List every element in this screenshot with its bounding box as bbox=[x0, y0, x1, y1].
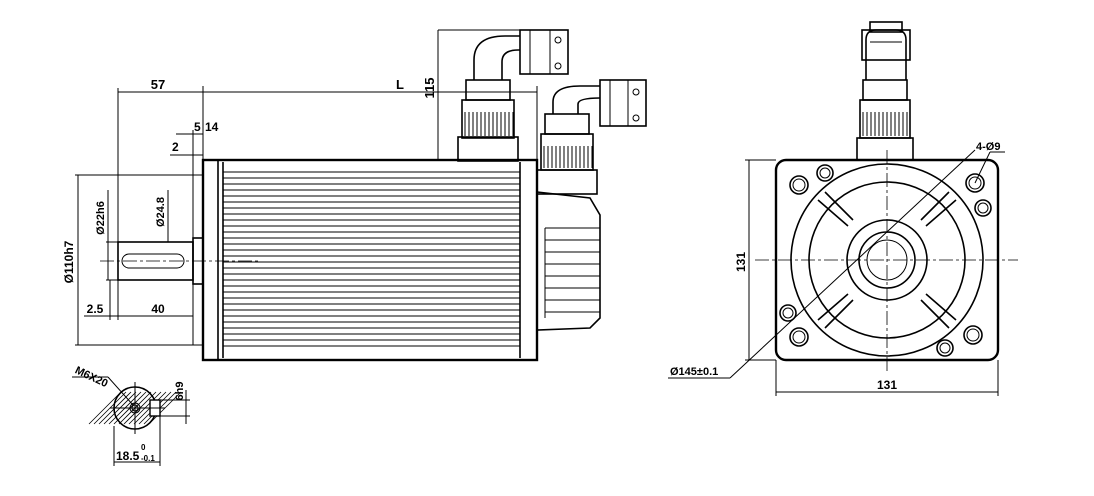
dim-pilot: Ø110h7 bbox=[62, 174, 193, 346]
cooling-fins bbox=[223, 171, 520, 347]
power-connector bbox=[457, 29, 569, 162]
dim-pilot-dia: Ø110h7 bbox=[62, 240, 76, 283]
encoder-connector bbox=[536, 79, 647, 195]
dim-flange-height: 131 bbox=[734, 252, 748, 272]
side-view: 115 57 L 5 14 2 Ø110h7 bbox=[62, 29, 647, 362]
shaft bbox=[100, 241, 260, 281]
dim-5: 5 bbox=[194, 120, 201, 134]
rear-housing bbox=[536, 191, 601, 331]
dim-key-depth-upper: 0 bbox=[141, 443, 146, 452]
dim-key-depth: 18.5 bbox=[116, 449, 140, 463]
dim-shaft: Ø22h6 bbox=[95, 190, 118, 281]
flange-face bbox=[192, 174, 204, 346]
dim-shaft-length: 2.5 40 bbox=[84, 280, 194, 320]
dim-shoulder: Ø24.8 bbox=[155, 190, 169, 242]
dim-14: 14 bbox=[205, 120, 219, 134]
dim-length: 57 L bbox=[117, 77, 538, 242]
shaft-section: M6X20 6h9 18.5 0 -0.1 bbox=[72, 364, 190, 466]
dim-steps: 5 14 2 bbox=[170, 120, 219, 175]
dim-57: 57 bbox=[151, 77, 165, 92]
dim-key-width: 6h9 bbox=[174, 382, 186, 401]
dim-115: 115 bbox=[422, 78, 437, 99]
dim-2.5: 2.5 bbox=[87, 302, 104, 316]
dim-L: L bbox=[396, 77, 404, 92]
dim-shaft-dia: Ø22h6 bbox=[95, 201, 107, 235]
dim-bolt-circle: Ø145±0.1 bbox=[670, 366, 718, 378]
motor-body bbox=[201, 158, 539, 362]
dim-key-depth-lower: -0.1 bbox=[141, 454, 155, 463]
dim-40: 40 bbox=[151, 302, 165, 316]
dim-2: 2 bbox=[172, 140, 179, 154]
dim-flange-width: 131 bbox=[877, 378, 897, 392]
front-view: 4-Ø9 131 131 Ø145±0.1 bbox=[668, 21, 1018, 396]
dim-shoulder-dia: Ø24.8 bbox=[155, 197, 167, 227]
dim-holes: 4-Ø9 bbox=[976, 141, 1000, 153]
dim-tap: M6X20 bbox=[73, 364, 110, 390]
dim-connector-height: 115 bbox=[422, 29, 520, 160]
front-connector bbox=[856, 21, 914, 161]
bolt-holes bbox=[779, 164, 992, 357]
